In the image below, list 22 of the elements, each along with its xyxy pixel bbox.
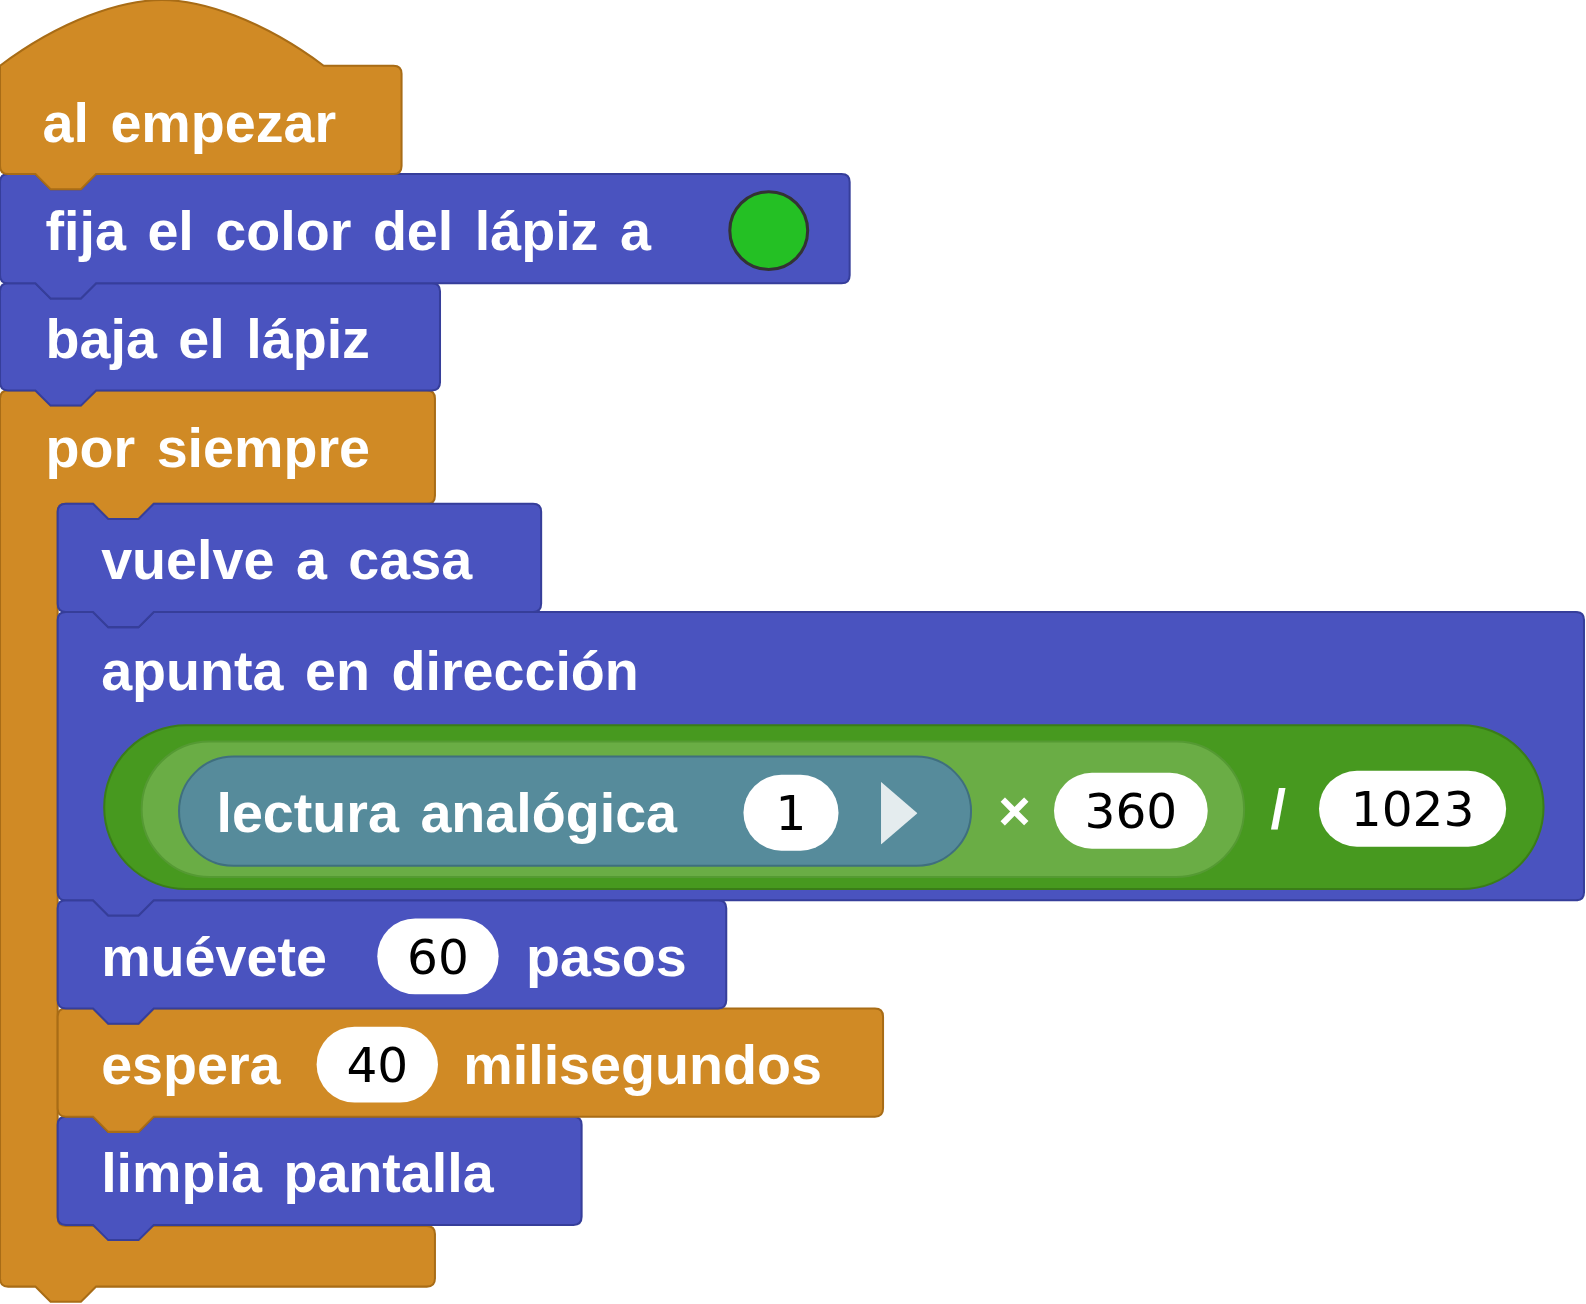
command-block xyxy=(57,611,1584,916)
command-block xyxy=(57,1008,884,1132)
block-label: × xyxy=(998,780,1031,842)
block-label: apunta en dirección xyxy=(101,640,639,702)
block-label: muévete xyxy=(101,926,327,988)
command-block xyxy=(0,174,850,299)
block-label: baja el lápiz xyxy=(45,308,370,370)
number-field: 1023 xyxy=(1319,770,1507,847)
block-label: pasos xyxy=(526,926,687,988)
block-label: vuelve a casa xyxy=(101,529,473,591)
block-label: lectura analógica xyxy=(216,782,678,844)
number-field: 360 xyxy=(1054,772,1208,849)
command-block xyxy=(57,1116,582,1241)
block-label: al empezar xyxy=(42,92,337,154)
event-block xyxy=(0,0,402,190)
block-label: limpia pantalla xyxy=(101,1142,494,1204)
block-label: espera xyxy=(101,1034,281,1096)
block-label: por siempre xyxy=(45,417,371,479)
block-label: / xyxy=(1270,778,1286,840)
block-label: milisegundos xyxy=(463,1034,822,1096)
block-label: fija el color del lápiz a xyxy=(45,200,651,262)
number-field: 1 xyxy=(743,774,839,851)
